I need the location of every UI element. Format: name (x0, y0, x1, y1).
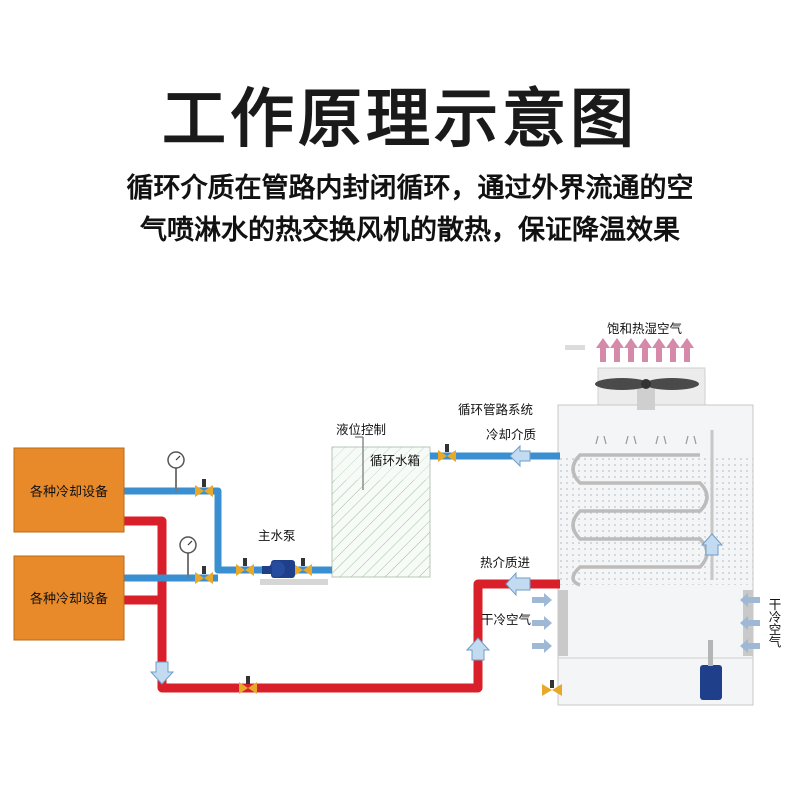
equipment-bottom (13, 555, 125, 641)
circulation-tank-label: 循环水箱 (370, 453, 420, 468)
flow-arrow-icon (149, 444, 724, 685)
pressure-gauge-icon (167, 451, 197, 578)
main-pump-label: 主水泵 (258, 528, 296, 543)
heat-exchange-coil (571, 453, 709, 587)
hot-pipes (124, 516, 556, 693)
equipment-bottom-label: 各种冷却设备 (30, 591, 108, 607)
cooling-tower (532, 338, 760, 706)
pump-icon (260, 560, 328, 585)
page-title: 工作原理示意图 (162, 83, 638, 157)
equipment-top (13, 447, 125, 533)
drain-valve-icon (542, 680, 562, 696)
hot-medium-in-label: 热介质进 (480, 555, 531, 570)
subtitle-line-1: 循环介质在管路内封闭循环，通过外界流通的空 (126, 173, 694, 204)
valve-icon (195, 444, 456, 694)
fan-icon (595, 378, 699, 410)
spray-pump-icon (700, 640, 722, 700)
intake-arrows-left (532, 593, 552, 653)
level-control-label: 液位控制 (336, 422, 386, 437)
dry-cold-air-left-label: 干冷空气 (481, 612, 532, 627)
saturated-air-label: 饱和热湿空气 (607, 321, 683, 336)
dry-cold-air-right-label: 干冷空气 (767, 598, 782, 648)
piping-system-label: 循环管路系统 (458, 402, 533, 417)
louver-left (558, 590, 568, 656)
circulation-tank (331, 436, 431, 578)
spray-zone (558, 455, 753, 585)
saturated-air-arrows (596, 338, 694, 362)
equipment-top-label: 各种冷却设备 (30, 484, 108, 500)
intake-arrows-right (740, 593, 760, 653)
subtitle-line-2: 气喷淋水的热交换风机的散热，保证降温效果 (140, 215, 680, 246)
page-subtitle: 循环介质在管路内封闭循环，通过外界流通的空 气喷淋水的热交换风机的散热，保证降温… (60, 168, 760, 252)
cooling-medium-label: 冷却介质 (486, 427, 536, 442)
spray-heads (595, 435, 697, 445)
